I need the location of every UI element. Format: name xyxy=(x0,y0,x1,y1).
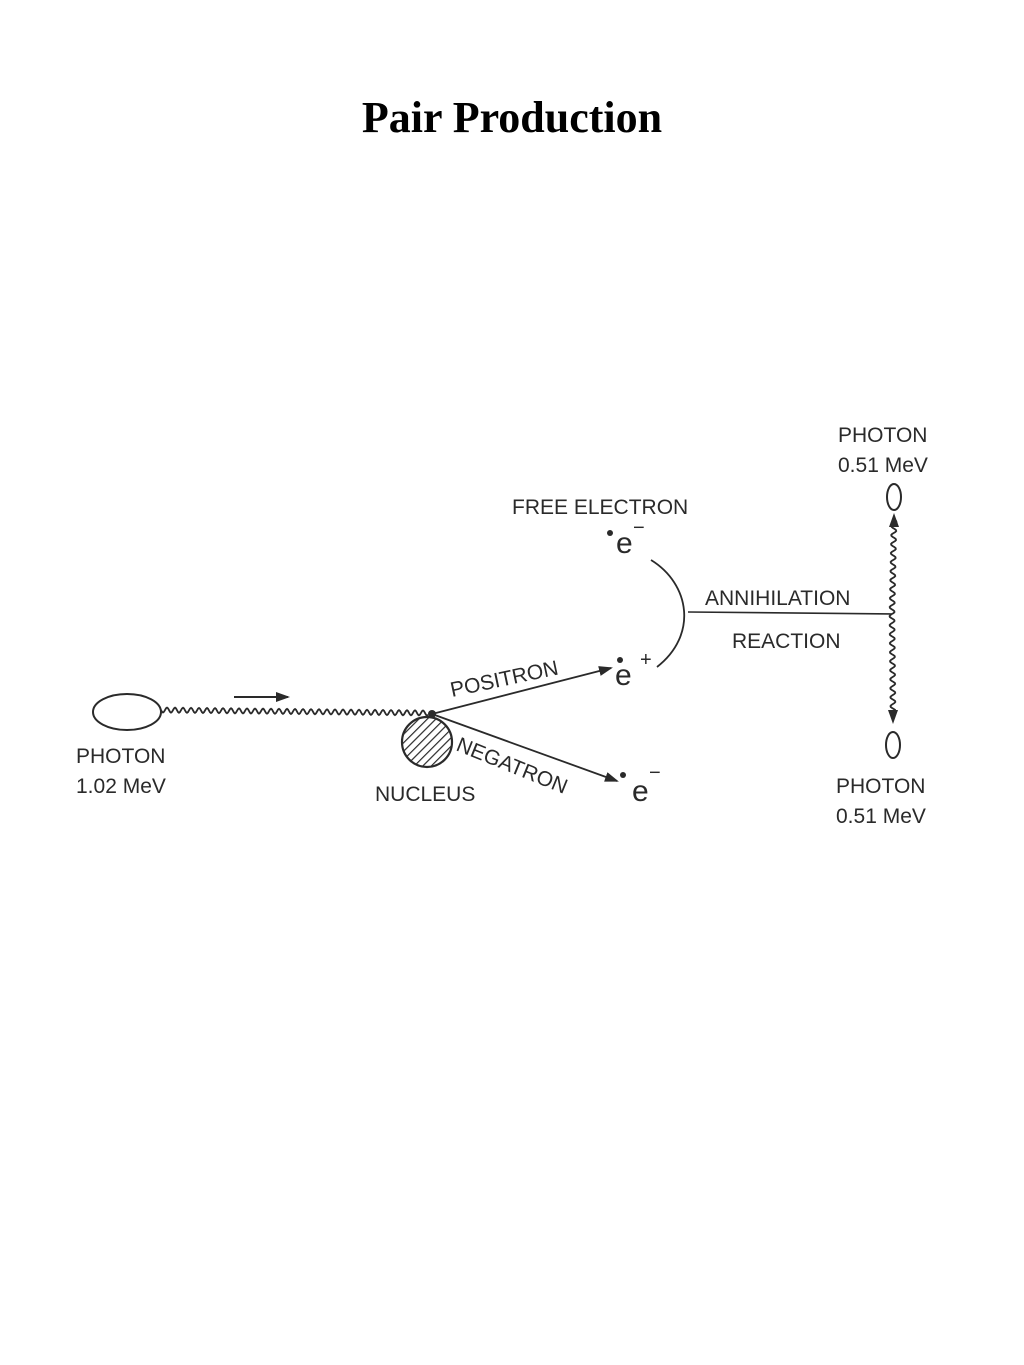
incoming-photon-wave xyxy=(160,706,429,717)
negatron-symbol: e xyxy=(632,775,649,808)
photon-bottom-label: PHOTON xyxy=(836,775,925,798)
photon-bottom-shape xyxy=(885,731,901,759)
positron-symbol: e xyxy=(615,659,632,692)
page-title: Pair Production xyxy=(361,93,663,142)
free-electron-charge: − xyxy=(633,517,645,539)
free-electron-label: FREE ELECTRON xyxy=(512,496,688,519)
photon-top-shape xyxy=(886,483,902,511)
reaction-label: REACTION xyxy=(732,630,841,653)
photon-bottom-energy: 0.51 MeV xyxy=(836,805,926,828)
photon-up-wave xyxy=(888,519,898,615)
free-electron-symbol: e xyxy=(616,527,633,560)
photon-up-arrowhead xyxy=(889,513,899,527)
negatron-dot xyxy=(620,772,626,778)
photon-down-wave xyxy=(888,613,897,715)
positron-dot xyxy=(617,657,623,663)
photon-down-arrowhead xyxy=(888,710,898,724)
free-electron-dot xyxy=(607,530,613,536)
positron-track xyxy=(431,666,613,715)
positron-charge: + xyxy=(640,649,652,671)
annihilation-line xyxy=(687,611,893,615)
nucleus-label: NUCLEUS xyxy=(375,783,475,806)
incoming-photon-energy: 1.02 MeV xyxy=(76,775,166,798)
annihilation-curve xyxy=(650,559,686,668)
photon-top-label: PHOTON xyxy=(838,424,927,447)
photon-top-energy: 0.51 MeV xyxy=(838,454,928,477)
incoming-photon-label: PHOTON xyxy=(76,745,165,768)
annihilation-label: ANNIHILATION xyxy=(705,587,850,610)
negatron-track xyxy=(431,713,619,782)
negatron-charge: − xyxy=(649,762,661,784)
incoming-photon-shape xyxy=(92,693,162,731)
nucleus-shape xyxy=(400,715,454,769)
